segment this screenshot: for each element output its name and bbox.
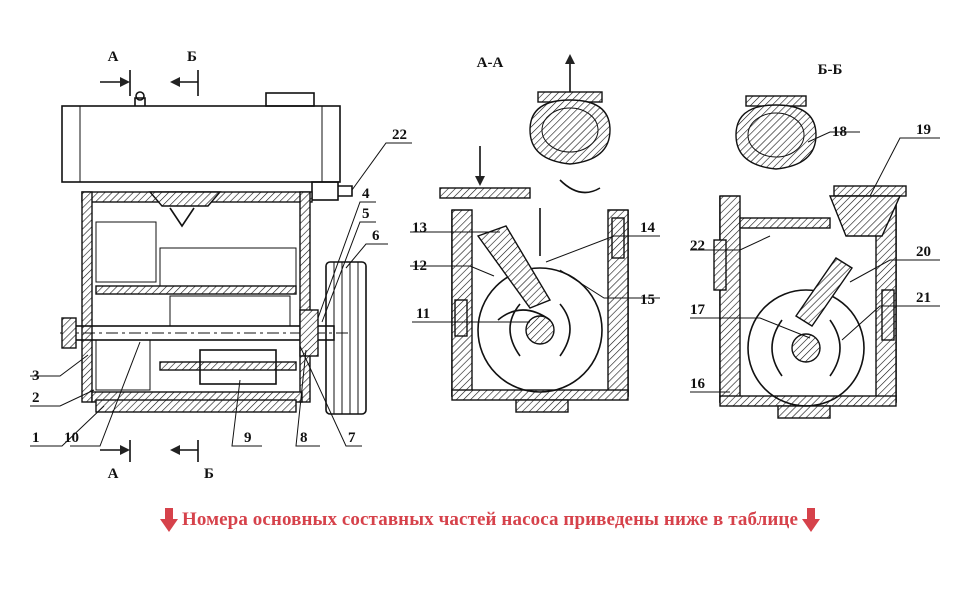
callout-13: 13 [412,220,427,236]
callout-5: 5 [362,206,370,222]
callout-17: 17 [690,302,706,318]
callout-22-left: 22 [392,127,407,143]
callout-18: 18 [832,124,847,140]
callout-20: 20 [916,244,931,260]
callout-3: 3 [32,368,40,384]
arrow-down-icon [159,508,178,532]
callout-21: 21 [916,290,931,306]
section-marker-b-top: Б [187,49,197,65]
view-title-bb: Б-Б [818,62,843,78]
callout-7: 7 [348,430,356,446]
callout-16: 16 [690,376,706,392]
callout-2: 2 [32,390,40,406]
view-title-aa: А-А [477,55,504,71]
callout-10: 10 [64,430,79,446]
callout-11: 11 [416,306,430,322]
callout-9: 9 [244,430,252,446]
side-view: А Б А Б 22 4 5 6 3 2 1 10 9 8 7 [30,49,412,482]
section-aa-view: А-А 13 12 11 [410,54,660,413]
callout-4: 4 [362,186,370,202]
callout-19: 19 [916,122,931,138]
caption: Номера основных составных частей насоса … [0,508,980,532]
section-bb-view: Б-Б 18 19 22 20 17 21 16 [690,62,940,419]
section-marker-a-bottom: А [108,466,119,482]
section-marker-a-top: А [108,49,119,65]
callout-12: 12 [412,258,427,274]
section-marker-b-bottom: Б [204,466,214,482]
callout-6: 6 [372,228,380,244]
callout-14: 14 [640,220,656,236]
callout-15: 15 [640,292,655,308]
callout-1: 1 [32,430,40,446]
arrow-down-icon [802,508,820,532]
caption-text: Номера основных составных частей насоса … [181,509,798,530]
callout-8: 8 [300,430,308,446]
callout-22-right: 22 [690,238,705,254]
